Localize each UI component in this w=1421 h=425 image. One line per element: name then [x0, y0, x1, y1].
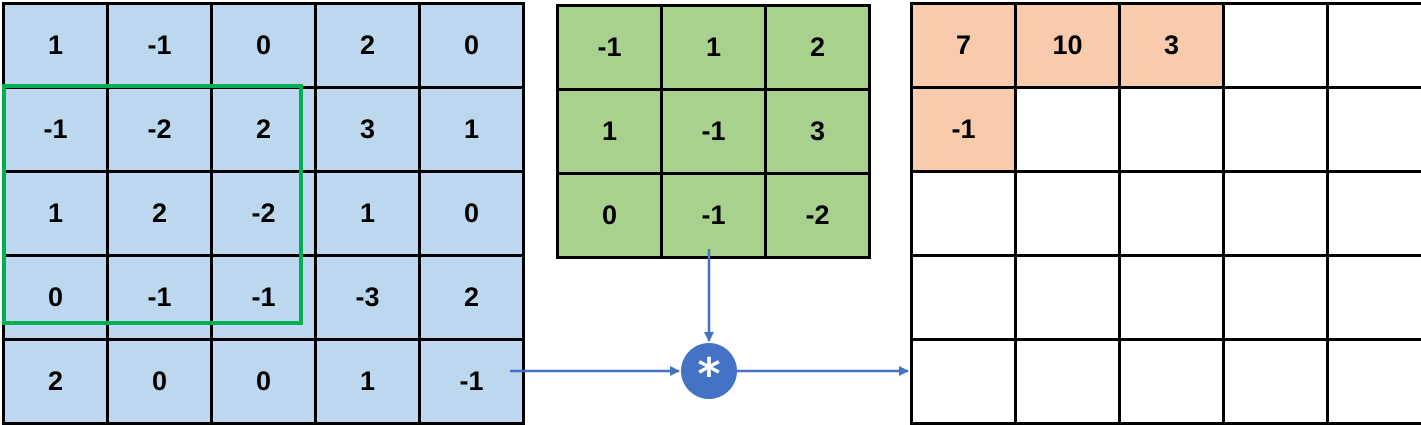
asterisk-circle-icon: * [681, 343, 737, 399]
